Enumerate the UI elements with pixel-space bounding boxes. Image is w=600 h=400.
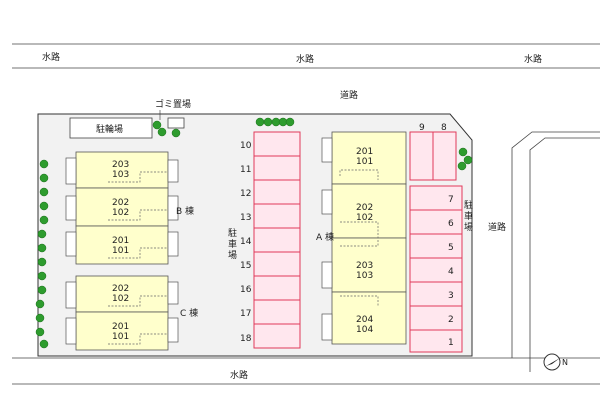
waterway-label-top-center: 水路 xyxy=(296,53,314,65)
space-number: 18 xyxy=(240,334,252,344)
building-a-label: A 棟 xyxy=(316,231,334,243)
space-number: 13 xyxy=(240,213,251,223)
unit-label: 102 xyxy=(112,208,129,218)
unit-label: 201 xyxy=(112,236,129,246)
road-edge-right-2 xyxy=(529,137,600,372)
bicycle-parking-label: 駐輪場 xyxy=(96,123,123,135)
unit-label: 101 xyxy=(356,157,373,167)
bicycle-parking xyxy=(69,117,153,139)
unit-label: 202 xyxy=(112,198,129,208)
building-c-label: C 棟 xyxy=(180,307,198,319)
space-number: 9 xyxy=(419,123,425,133)
parking-left-label: 駐車場 xyxy=(228,227,237,261)
space-number: 3 xyxy=(448,291,454,301)
unit-label: 204 xyxy=(356,315,373,325)
parking-right-label: 駐車場 xyxy=(464,199,473,233)
space-number: 8 xyxy=(441,123,447,133)
space-number: 12 xyxy=(240,189,251,199)
space-number: 2 xyxy=(448,315,454,325)
unit-label: 102 xyxy=(112,294,129,304)
space-number: 11 xyxy=(240,165,251,175)
space-number: 16 xyxy=(240,285,252,295)
waterway-label-bottom: 水路 xyxy=(230,369,248,381)
unit-label: 101 xyxy=(112,246,129,256)
unit-label: 102 xyxy=(356,213,373,223)
building-b: 203 103 202 102 201 101 xyxy=(65,151,179,265)
road-edge-right-1 xyxy=(511,131,600,358)
space-number: 5 xyxy=(448,243,454,253)
building-b-label: B 棟 xyxy=(176,205,194,217)
unit-label: 101 xyxy=(112,332,129,342)
space-number: 1 xyxy=(448,338,454,348)
trees xyxy=(35,117,473,349)
parking-top xyxy=(409,131,457,181)
space-number: 14 xyxy=(240,237,252,247)
space-number: 10 xyxy=(240,141,252,151)
parking-right-numbers: 7 6 5 4 3 2 1 xyxy=(448,195,454,348)
waterway-label-top-left: 水路 xyxy=(42,51,60,63)
road-label-top: 道路 xyxy=(340,89,358,101)
space-number: 4 xyxy=(448,267,454,277)
space-number: 6 xyxy=(448,219,454,229)
road-label-right: 道路 xyxy=(488,221,506,233)
building-a: 201 101 202 102 203 103 204 104 xyxy=(321,131,407,345)
space-number: 15 xyxy=(240,261,251,271)
unit-label: 201 xyxy=(356,147,373,157)
garbage-area-label: ゴミ置場 xyxy=(155,98,191,110)
parking-right xyxy=(409,185,463,353)
unit-label: 103 xyxy=(356,271,373,281)
building-c: 202 102 201 101 xyxy=(65,275,179,351)
parking-left-numbers: 10 11 12 13 14 15 16 17 18 xyxy=(240,141,252,344)
unit-label: 202 xyxy=(112,284,129,294)
garbage-area xyxy=(167,117,185,129)
waterway-label-top-right: 水路 xyxy=(524,53,542,65)
parking-left xyxy=(253,131,301,349)
unit-label: 201 xyxy=(112,322,129,332)
north-arrow: N xyxy=(543,353,568,371)
north-label: N xyxy=(562,358,568,367)
space-number: 7 xyxy=(448,195,454,205)
unit-label: 202 xyxy=(356,203,373,213)
unit-label: 103 xyxy=(112,170,129,180)
unit-label: 203 xyxy=(112,160,129,170)
unit-label: 203 xyxy=(356,261,373,271)
space-number: 17 xyxy=(240,309,251,319)
unit-label: 104 xyxy=(356,325,373,335)
